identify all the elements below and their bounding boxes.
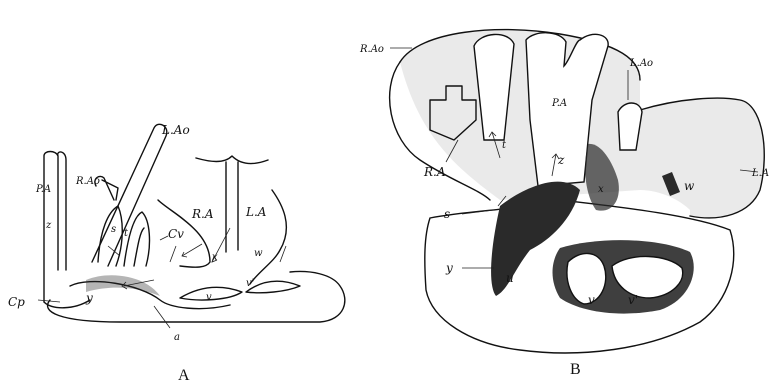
figure-a-label-v: v [206,292,212,303]
figure-a-label-y: y [85,291,93,305]
figure-a-label-x: x [212,252,218,263]
figure-a-label-s: s [111,224,116,235]
figure-b-label-w: w [684,179,695,193]
figure-b-label-ra: R.A [423,165,446,179]
figure-a-label-w: w [254,248,263,259]
figure-a: L.Ao R.Ao P.A R.A L.A z s t Cv x w Cp y … [8,123,345,384]
figure-a-label-cv: Cv [168,227,184,241]
figure-b-label-la: L.A [751,168,769,179]
figure-a-label-z: z [45,220,52,231]
figure-a-label-pa: P.A [35,184,51,195]
figure-b: R.Ao P.A L.Ao R.A L.A t z s x w y u v v'… [359,30,769,378]
figure-b-label-pa: P.A [551,98,567,109]
figure-b-label-v-prime: v' [628,293,638,307]
figure-b-label-u: u [506,271,514,285]
figure-a-label-ra: R.A [191,207,214,221]
figure-b-label-lao: L.Ao [629,58,653,69]
figure-a-label-v-prime: v' [246,278,254,289]
figure-b-label-rao: R.Ao [359,44,384,55]
figure-b-label-z: z [557,153,565,167]
figure-a-lead-cv [160,236,168,240]
figure-b-label-y: y [445,261,453,275]
figure-a-label-lao: L.Ao [161,123,190,137]
figure-b-label-x: x [598,184,604,195]
figure-a-arch-t2 [134,228,144,266]
figure-b-label-s: s [444,207,450,221]
figure-b-label-v: v [588,293,595,307]
figure-a-left-aorta [92,124,167,266]
figure-b-caption: B [570,361,581,378]
figure-a-label-la: L.A [245,205,267,219]
figure-a-label-rao: R.Ao [75,176,100,187]
figure-a-label-cp: Cp [8,295,25,309]
figure-a-atrial-septum [196,156,268,252]
figure-a-caption: A [178,367,190,384]
figure-a-label-a: a [174,332,180,343]
figure-a-arch-s [98,206,122,266]
figure-a-label-t: t [124,228,129,239]
figure-a-lead-a [154,306,170,328]
